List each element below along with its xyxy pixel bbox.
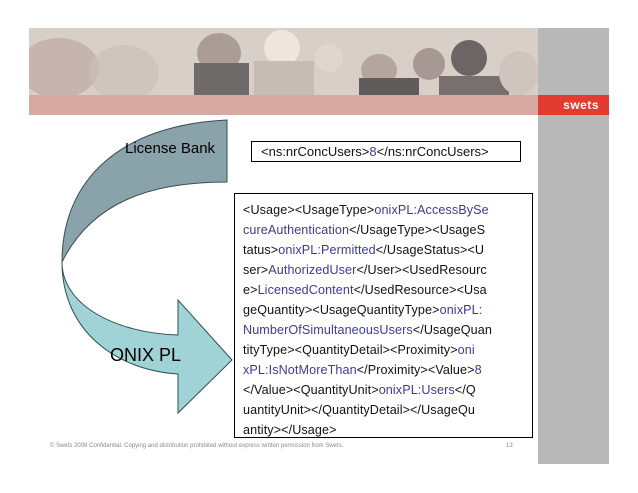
usage-xml-segment: e> (243, 283, 258, 297)
usage-xml-line: </Value><QuantityUnit>onixPL:Users</Q (243, 380, 526, 400)
header-red-band (29, 95, 538, 115)
usage-xml-segment: geQuantity><UsageQuantityType> (243, 303, 440, 317)
usage-xml-segment: </User><UsedResourc (356, 263, 487, 277)
usage-xml-segment: antity></Usage> (243, 423, 337, 437)
usage-xml-segment: </UsageStatus><U (375, 243, 485, 257)
usage-xml-line: NumberOfSimultaneousUsers</UsageQuan (243, 320, 526, 340)
usage-xml-line: geQuantity><UsageQuantityType>onixPL: (243, 300, 526, 320)
conc-users-xml-box: <ns:nrConcUsers>8</ns:nrConcUsers> (251, 141, 521, 162)
usage-xml-line: tatus>onixPL:Permitted</UsageStatus><U (243, 240, 526, 260)
usage-xml-line: ser>AuthorizedUser</User><UsedResourc (243, 260, 526, 280)
usage-xml-line: cureAuthentication</UsageType><UsageS (243, 220, 526, 240)
usage-xml-segment: onixPL:Users (378, 383, 455, 397)
license-bank-arrow (61, 119, 228, 263)
usage-xml-segment: oni (457, 343, 475, 357)
usage-xml-segment: onixPL:AccessBySe (374, 203, 489, 217)
usage-xml-segment: uantityUnit></QuantityDetail></UsageQu (243, 403, 476, 417)
usage-xml-segment: LicensedContent (257, 283, 354, 297)
conc-users-open-tag: <ns:nrConcUsers> (261, 144, 370, 159)
usage-xml-segment: </UsageType><UsageS (349, 223, 486, 237)
usage-xml-segment: </Q (454, 383, 476, 397)
usage-xml-segment: </UsedResource><Usa (353, 283, 487, 297)
usage-xml-line: tityType><QuantityDetail><Proximity>oni (243, 340, 526, 360)
usage-xml-line: xPL:IsNotMoreThan</Proximity><Value>8 (243, 360, 526, 380)
usage-xml-line: antity></Usage> (243, 420, 526, 440)
business-people-photo (29, 28, 538, 95)
usage-xml-segment: tatus> (243, 243, 279, 257)
usage-xml-line: uantityUnit></QuantityDetail></UsageQu (243, 400, 526, 420)
usage-xml-line: <Usage><UsageType>onixPL:AccessBySe (243, 200, 526, 220)
conc-users-value: 8 (369, 144, 377, 159)
footer-confidential-notice: © Swets 2008 Confidential. Copying and d… (50, 443, 344, 449)
license-bank-label: License Bank (125, 140, 216, 157)
usage-xml-segment: cureAuthentication (243, 223, 350, 237)
usage-xml-segment: xPL:IsNotMoreThan (243, 363, 357, 377)
onix-pl-label: ONIX PL (110, 345, 182, 365)
usage-xml-segment: </Value><QuantityUnit> (243, 383, 379, 397)
usage-xml-segment: </Proximity><Value> (356, 363, 475, 377)
conc-users-close-tag: </ns:nrConcUsers> (376, 144, 489, 159)
usage-xml-segment: onixPL:Permitted (278, 243, 376, 257)
onix-pl-arrow (61, 261, 233, 415)
header-photo-banner (29, 28, 538, 95)
page-number: 13 (506, 443, 513, 449)
usage-xml-line: e>LicensedContent</UsedResource><Usa (243, 280, 526, 300)
swets-logo: swets (538, 95, 609, 115)
usage-xml-segment: ser> (243, 263, 269, 277)
usage-xml-segment: onixPL: (439, 303, 483, 317)
usage-xml-segment: tityType><QuantityDetail><Proximity> (243, 343, 458, 357)
usage-xml-segment: </UsageQuan (412, 323, 492, 337)
usage-xml-segment: AuthorizedUser (268, 263, 357, 277)
usage-xml-segment: NumberOfSimultaneousUsers (243, 323, 413, 337)
usage-xml-segment: 8 (474, 363, 482, 377)
usage-xml-segment: <Usage><UsageType> (243, 203, 375, 217)
